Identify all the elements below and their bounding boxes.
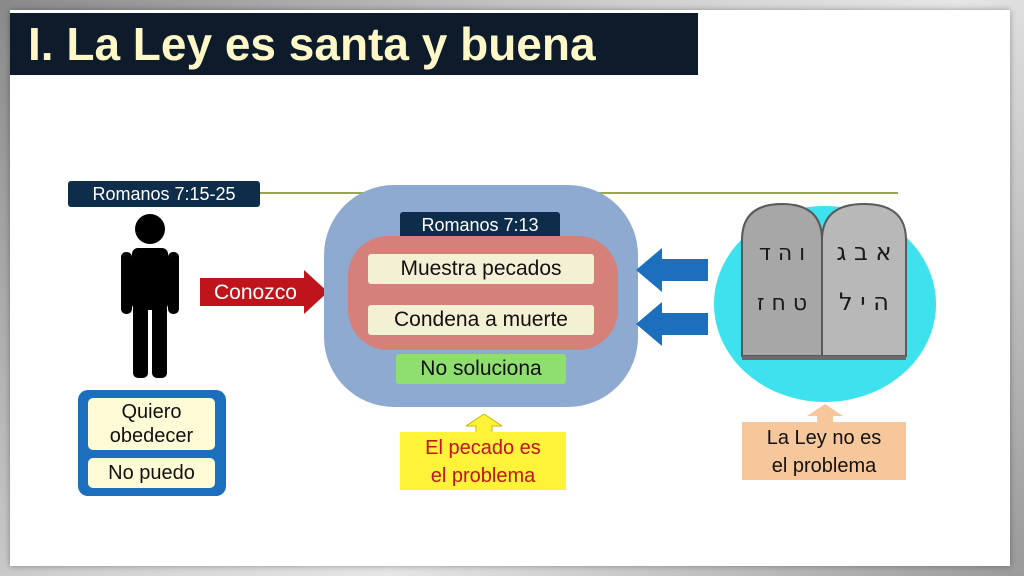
no-solution-label: No soluciona bbox=[396, 354, 566, 384]
right-arrow-icon bbox=[200, 270, 328, 314]
up-arrow-icon bbox=[466, 414, 502, 434]
left-arrow-icon bbox=[636, 302, 708, 346]
tablet-right-letters: א ב ג bbox=[836, 238, 891, 266]
person-struggle-box: Quiero obedecer No puedo bbox=[78, 390, 226, 496]
shows-sins-label: Muestra pecados bbox=[368, 254, 594, 284]
tablet-right-letters-2: ה י ל bbox=[839, 288, 889, 316]
slide-title: I. La Ley es santa y buena bbox=[28, 18, 596, 70]
condemns-label: Condena a muerte bbox=[368, 305, 594, 335]
law-not-problem-label: La Ley no es el problema bbox=[742, 422, 906, 480]
tablet-left-letters-2: ט ח ז bbox=[757, 291, 807, 316]
conozco-label: Conozco bbox=[214, 281, 297, 304]
sin-line-2: el problema bbox=[430, 465, 536, 487]
law-line-1: La Ley no es bbox=[766, 427, 882, 449]
up-arrow-icon bbox=[807, 404, 843, 424]
left-arrow-icon bbox=[636, 248, 708, 292]
law-line-2: el problema bbox=[771, 455, 877, 477]
law-tablets-icon: ו ה ד ט ח ז א ב ג ה י ל bbox=[741, 202, 907, 360]
sin-line-1: El pecado es bbox=[425, 437, 541, 459]
reference-center: Romanos 7:13 bbox=[400, 212, 560, 238]
reference-left: Romanos 7:15-25 bbox=[68, 181, 260, 207]
wants-label: Quiero obedecer bbox=[88, 398, 215, 450]
sin-is-problem-label: El pecado es el problema bbox=[400, 432, 566, 490]
wants-line-2: obedecer bbox=[109, 425, 194, 447]
person-icon bbox=[121, 214, 179, 378]
title-bar: I. La Ley es santa y buena bbox=[10, 13, 698, 75]
tablet-left-letters: ו ה ד bbox=[759, 241, 805, 266]
wants-line-1: Quiero bbox=[121, 401, 182, 423]
cannot-label: No puedo bbox=[88, 458, 215, 488]
conozco-arrow: Conozco bbox=[200, 270, 328, 314]
